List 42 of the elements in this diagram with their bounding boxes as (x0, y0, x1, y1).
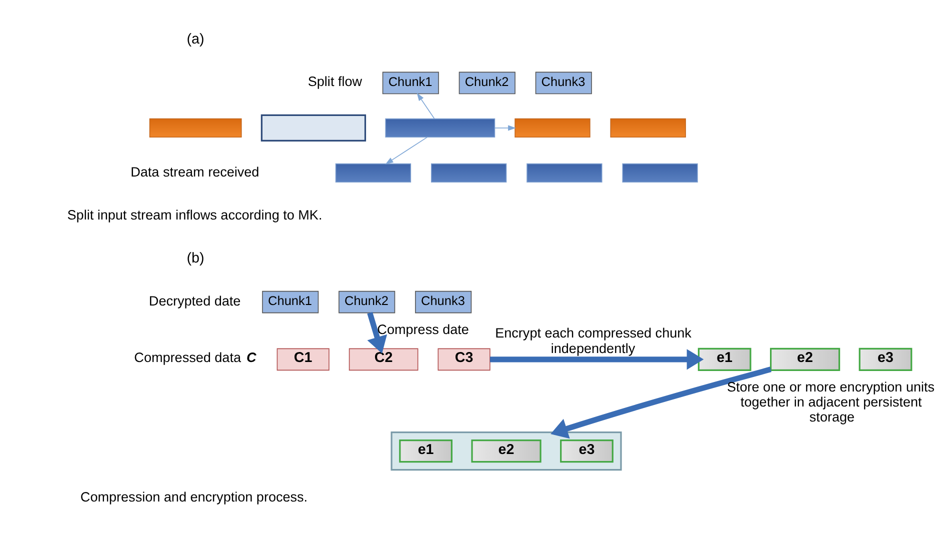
label: (b) (186, 250, 204, 267)
node-bar (385, 118, 496, 138)
node-box: e1 (399, 440, 452, 463)
label: Compression and encryption process. (80, 489, 308, 504)
label: Compressed data C (134, 350, 256, 365)
node-box: Chunk2 (338, 290, 396, 314)
node-bar (610, 118, 686, 138)
node-box: e2 (770, 348, 840, 371)
node-bar (514, 118, 590, 138)
arrow (416, 92, 435, 120)
node-box: C2 (348, 348, 418, 371)
edge-label: Store one or more encryption units together in adjacent persistent storage (726, 379, 935, 425)
node-box: e3 (858, 348, 912, 371)
node-box: e1 (698, 348, 752, 371)
edge-label: Encrypt each compressed chunk independently (495, 326, 692, 356)
node-box: Chunk1 (262, 290, 319, 314)
node-bar (526, 163, 602, 183)
node-box: Chunk2 (458, 72, 516, 94)
label: (a) (186, 31, 204, 48)
node-bar (622, 163, 698, 183)
node-box: C1 (276, 348, 330, 371)
arrow (550, 366, 772, 439)
node-box: Chunk3 (415, 290, 472, 314)
label: Split flow (308, 74, 362, 90)
label: Decrypted date (148, 293, 241, 308)
label: Split input stream inflows according to MK. (67, 207, 322, 222)
node-bar (335, 163, 412, 183)
arrow (367, 312, 388, 354)
node-box: Chunk1 (382, 72, 439, 94)
label: Data stream received (130, 164, 260, 180)
arrow (494, 125, 516, 131)
cluster (390, 432, 622, 471)
node-box (260, 114, 366, 142)
node-bar (149, 118, 242, 138)
arrow (385, 136, 428, 164)
node-box: Chunk3 (535, 72, 592, 94)
node-box: e2 (471, 440, 542, 463)
node-box: e3 (560, 440, 614, 463)
arrow (490, 349, 704, 370)
edge-label: Compress date (377, 322, 469, 338)
node-box: C3 (438, 348, 490, 371)
node-bar (430, 163, 507, 183)
